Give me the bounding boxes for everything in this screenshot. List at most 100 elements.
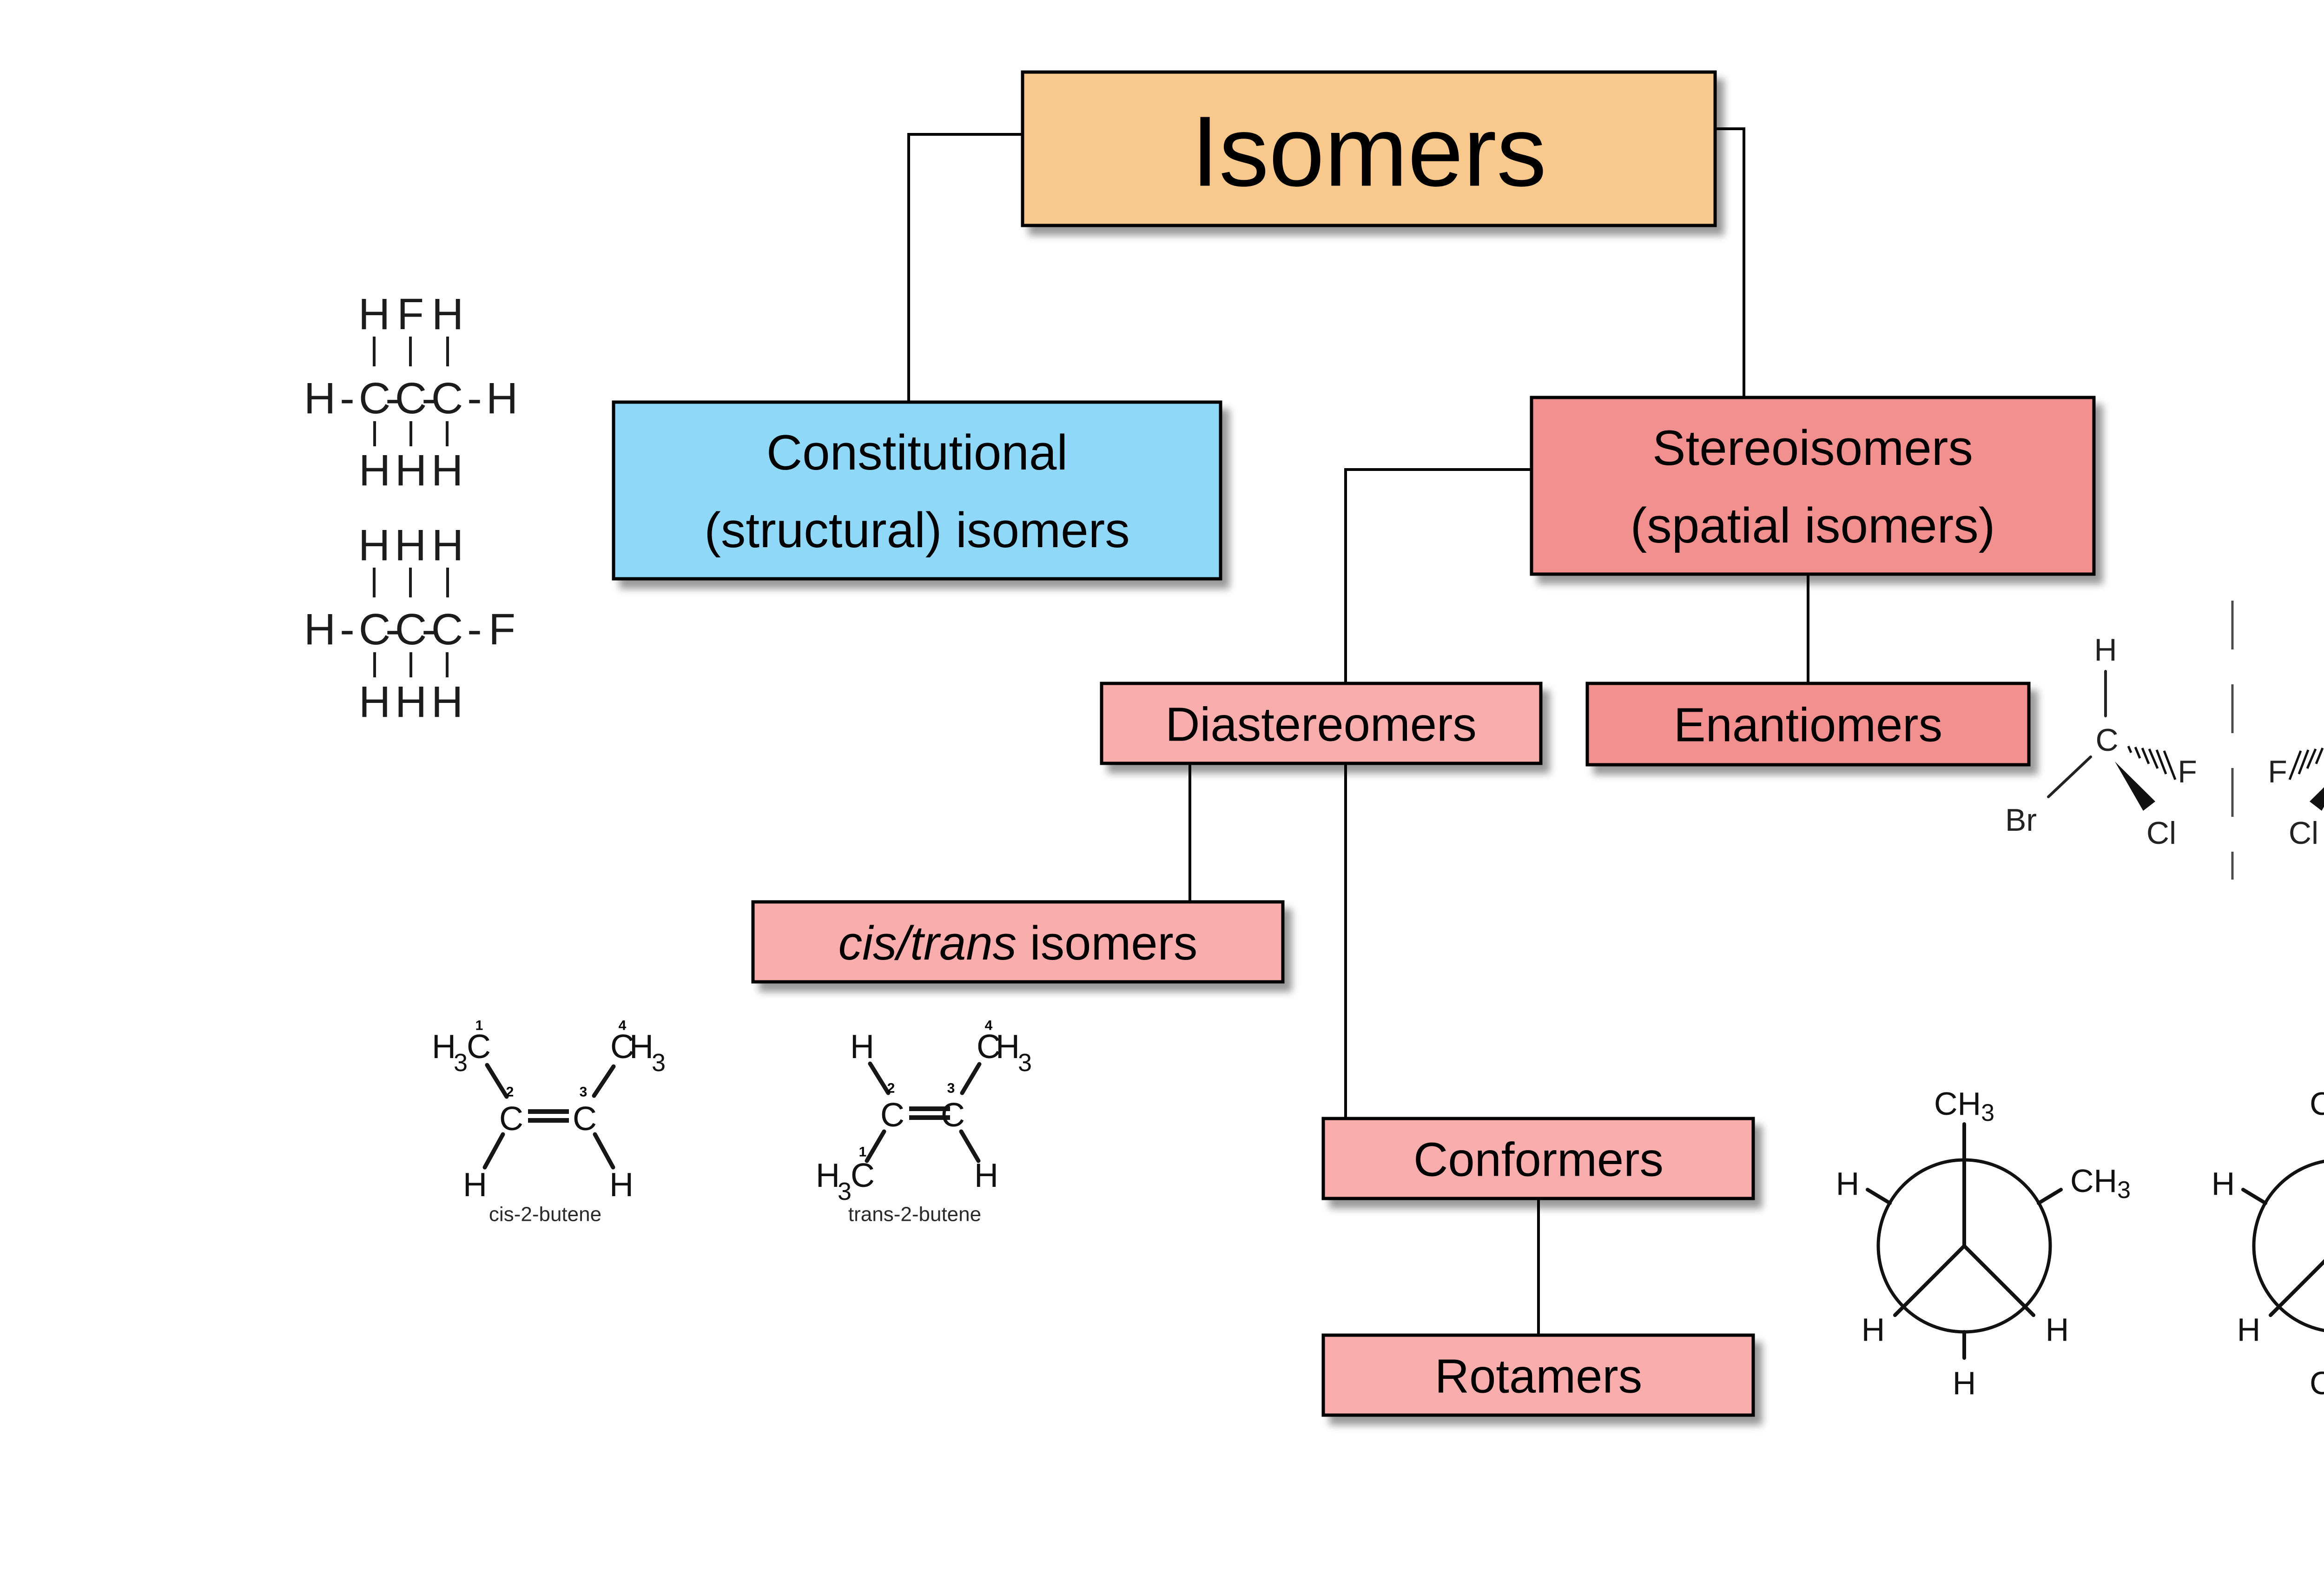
methyl-label: CH3 bbox=[2070, 1163, 2131, 1204]
hash-mark bbox=[2141, 748, 2150, 764]
atom-label: H bbox=[850, 1028, 874, 1066]
subscript-3: 3 bbox=[652, 1049, 666, 1077]
structure-trans-2-butene: H 2 C 3 C 4 C H 3 1 H 3 C H trans-2-bute… bbox=[816, 1018, 1032, 1226]
bond bbox=[868, 1061, 891, 1095]
rotamers-box: Rotamers bbox=[1321, 1333, 1755, 1417]
solid-wedge-bond bbox=[2310, 787, 2324, 811]
bond-dash: - bbox=[385, 374, 400, 423]
atom-label: Cl bbox=[2289, 815, 2318, 851]
enantiomer-right-molecule: H C Br F Cl bbox=[2268, 748, 2324, 851]
atom-label: F bbox=[2178, 754, 2197, 789]
bond bbox=[960, 1062, 982, 1095]
constitutional-label-line2: (structural) isomers bbox=[704, 502, 1130, 558]
atom-label: C bbox=[467, 1028, 491, 1066]
constitutional-isomers-box: Constitutional (structural) isomers bbox=[612, 400, 1222, 581]
front-bond bbox=[2269, 1259, 2324, 1317]
connector-isomers-constitutional bbox=[907, 133, 1023, 402]
hash-mark bbox=[2163, 750, 2177, 780]
atom-label: H bbox=[996, 1028, 1020, 1066]
atom-label: C bbox=[395, 605, 427, 654]
methyl-ch: CH bbox=[2070, 1163, 2117, 1199]
carbon-number-1: 1 bbox=[475, 1018, 483, 1033]
atom-label: C bbox=[941, 1097, 965, 1134]
rear-bond bbox=[2241, 1188, 2267, 1205]
methyl-ch: CH bbox=[2310, 1086, 2324, 1122]
structure-1-fluoropropane: H H H H - C - C - C - F H H H bbox=[304, 521, 515, 727]
bond bbox=[959, 1129, 981, 1163]
cis-trans-label-italic: cis/trans bbox=[838, 916, 1017, 970]
bond bbox=[485, 1063, 509, 1099]
atom-label: H bbox=[358, 290, 390, 339]
rear-bond bbox=[1866, 1188, 1892, 1205]
atom-label: H bbox=[395, 446, 427, 495]
atom-label: H bbox=[359, 446, 391, 495]
hash-mark bbox=[2148, 748, 2159, 769]
cis-trans-label: cis/trans isomers bbox=[838, 916, 1198, 970]
bond bbox=[482, 1132, 505, 1170]
hash-mark bbox=[2306, 748, 2317, 769]
carbon-number-4: 4 bbox=[619, 1018, 627, 1033]
bond-dash: - bbox=[385, 605, 400, 654]
methyl-sub3: 3 bbox=[1981, 1099, 1994, 1126]
subscript-3: 3 bbox=[1018, 1049, 1032, 1077]
carbon-number-3: 3 bbox=[947, 1081, 955, 1096]
enantiomers-box: Enantiomers bbox=[1585, 682, 2031, 767]
atom-label: H bbox=[395, 677, 427, 727]
hydrogen-label: H bbox=[2212, 1165, 2235, 1202]
bond bbox=[2047, 755, 2092, 798]
newman-circle bbox=[2252, 1159, 2324, 1332]
bond bbox=[865, 1129, 886, 1163]
atom-label: C bbox=[880, 1097, 905, 1134]
atom-label: C bbox=[573, 1100, 597, 1138]
bond-dash: - bbox=[467, 605, 482, 654]
hash-mark bbox=[2134, 747, 2141, 759]
atom-label: H bbox=[609, 1166, 634, 1204]
atom-label: H bbox=[486, 374, 518, 423]
hashed-wedge-bond bbox=[2127, 746, 2177, 780]
atom-label: H bbox=[304, 374, 336, 423]
fluorine-atom-label: F bbox=[489, 605, 515, 654]
atom-label: F bbox=[2268, 754, 2287, 789]
stereoisomers-label-line1: Stereoisomers bbox=[1652, 420, 1973, 476]
newman-projection-gauche: CH3 H CH3 H H H bbox=[1836, 1086, 2131, 1401]
bond-dash: - bbox=[340, 374, 355, 423]
atom-label: H bbox=[359, 677, 391, 727]
hash-mark bbox=[2155, 749, 2167, 775]
bond-dash: - bbox=[422, 605, 436, 654]
hashed-wedge-bond bbox=[2288, 748, 2324, 780]
atom-label: H bbox=[816, 1157, 840, 1194]
hash-mark bbox=[2315, 748, 2324, 764]
atom-label: C bbox=[359, 374, 391, 423]
atom-label: H bbox=[629, 1028, 654, 1066]
rear-bond bbox=[2037, 1188, 2063, 1205]
enantiomers-label: Enantiomers bbox=[1674, 698, 1942, 752]
connector-stereoisomers-diastereomers-conformers bbox=[1344, 468, 1532, 1119]
diastereomers-label: Diastereomers bbox=[1165, 698, 1477, 751]
bond-dash: - bbox=[340, 605, 355, 654]
methyl-label: CH3 bbox=[1934, 1086, 1994, 1126]
atom-label: H bbox=[358, 521, 390, 570]
hash-mark bbox=[2298, 749, 2310, 775]
bond bbox=[593, 1132, 615, 1170]
hydrogen-label: H bbox=[1836, 1165, 1860, 1202]
atom-label: H bbox=[304, 605, 336, 654]
atom-label: H bbox=[2094, 632, 2117, 668]
atom-label: C bbox=[610, 1028, 634, 1066]
atom-label: H bbox=[395, 521, 427, 570]
structure-cis-2-butene: 1 H 3 C 2 C 3 C 4 C H 3 H H cis-2-butene bbox=[432, 1018, 666, 1226]
methyl-ch: CH bbox=[1934, 1086, 1981, 1122]
methyl-ch: CH bbox=[2310, 1365, 2324, 1401]
atom-label: H bbox=[432, 1028, 456, 1066]
carbon-number-4: 4 bbox=[985, 1018, 993, 1033]
bond bbox=[592, 1064, 616, 1098]
stereoisomers-box: Stereoisomers (spatial isomers) bbox=[1530, 396, 2096, 576]
carbon-number-3: 3 bbox=[580, 1085, 588, 1100]
carbon-number-2: 2 bbox=[506, 1085, 514, 1100]
bond-dash: - bbox=[467, 374, 482, 423]
subscript-3: 3 bbox=[838, 1178, 852, 1205]
atom-label: C bbox=[2095, 722, 2118, 758]
conformers-label: Conformers bbox=[1413, 1133, 1664, 1186]
cis-2-butene-caption: cis-2-butene bbox=[489, 1203, 601, 1226]
atom-label: C bbox=[431, 374, 463, 423]
